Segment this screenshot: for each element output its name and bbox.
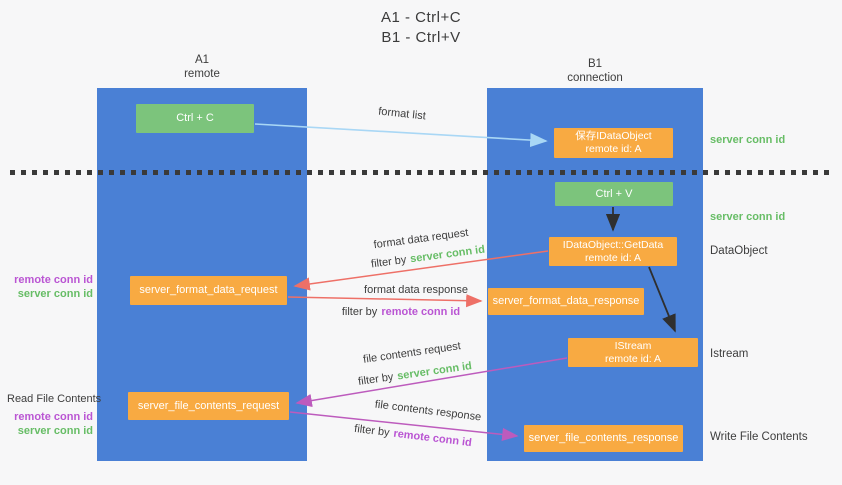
file-contents-response-arrow — [289, 411, 519, 442]
server-format-data-response-label: server_format_data_response — [492, 295, 640, 307]
remote-conn-id-text: remote conn id — [381, 306, 461, 318]
server-conn-id-annotation-top: server conn id — [710, 134, 786, 146]
write-file-contents-label: Write File Contents — [710, 431, 808, 443]
ctrl-v-node: Ctrl + V — [555, 182, 673, 206]
read-file-contents-label: Read File Contents — [7, 393, 102, 405]
server-file-contents-response-label: server_file_contents_response — [528, 432, 679, 444]
istream-line2: remote id: A — [604, 352, 662, 365]
lane-a-subtitle: remote — [184, 68, 220, 80]
server-conn-id-annotation: server conn id — [17, 288, 93, 300]
lane-b-header: B1 connection — [487, 57, 703, 85]
left-file-conn-ids: remote conn id server conn id — [7, 410, 93, 438]
server-conn-id-annotation: server conn id — [17, 425, 93, 437]
ctrl-c-label: Ctrl + C — [176, 112, 214, 124]
getdata-line2: remote id: A — [584, 251, 642, 264]
ctrl-c-node: Ctrl + C — [136, 104, 254, 133]
getdata-to-istream-arrow — [648, 266, 676, 333]
diagram-title: A1 - Ctrl+C B1 - Ctrl+V — [0, 8, 842, 48]
server-format-data-request-node: server_format_data_request — [130, 276, 287, 305]
server-file-contents-request-node: server_file_contents_request — [128, 392, 289, 420]
lane-a-header: A1 remote — [97, 53, 307, 81]
left-format-conn-ids: remote conn id server conn id — [7, 273, 93, 301]
filter-by-text: filter by — [341, 306, 378, 318]
format-data-response-label: format data response — [364, 284, 468, 296]
istream-label: Istream — [710, 348, 749, 360]
format-list-arrow — [254, 123, 548, 148]
istream-node: IStream remote id: A — [568, 338, 698, 367]
lane-b-subtitle: connection — [567, 72, 623, 84]
istream-line1: IStream — [614, 339, 652, 352]
lane-b-name: B1 — [587, 58, 603, 70]
save-idataobject-line2: remote id: A — [585, 143, 642, 155]
dataobject-label: DataObject — [710, 245, 768, 257]
file-contents-request-arrow — [295, 357, 568, 408]
format-data-request-arrow — [293, 250, 549, 291]
remote-conn-id-annotation: remote conn id — [14, 411, 93, 423]
save-idataobject-node: 保存IDataObject remote id: A — [554, 128, 673, 158]
getdata-line1: IDataObject::GetData — [562, 238, 664, 251]
server-file-contents-response-node: server_file_contents_response — [524, 425, 683, 452]
ctrl-v-label: Ctrl + V — [595, 187, 633, 200]
server-format-data-request-label: server_format_data_request — [139, 284, 278, 296]
server-format-data-response-node: server_format_data_response — [488, 288, 644, 315]
title-line-2: B1 - Ctrl+V — [381, 29, 461, 46]
idataobject-getdata-node: IDataObject::GetData remote id: A — [549, 237, 677, 266]
format-data-response-arrow — [287, 294, 483, 308]
save-idataobject-line1: 保存IDataObject — [575, 130, 652, 142]
remote-conn-id-annotation: remote conn id — [14, 274, 93, 286]
server-file-contents-request-label: server_file_contents_request — [137, 399, 280, 412]
title-line-1: A1 - Ctrl+C — [380, 9, 462, 26]
server-conn-id-annotation-mid: server conn id — [710, 211, 786, 223]
session-divider-dashed-line — [10, 170, 832, 175]
lane-a-name: A1 — [194, 54, 210, 66]
